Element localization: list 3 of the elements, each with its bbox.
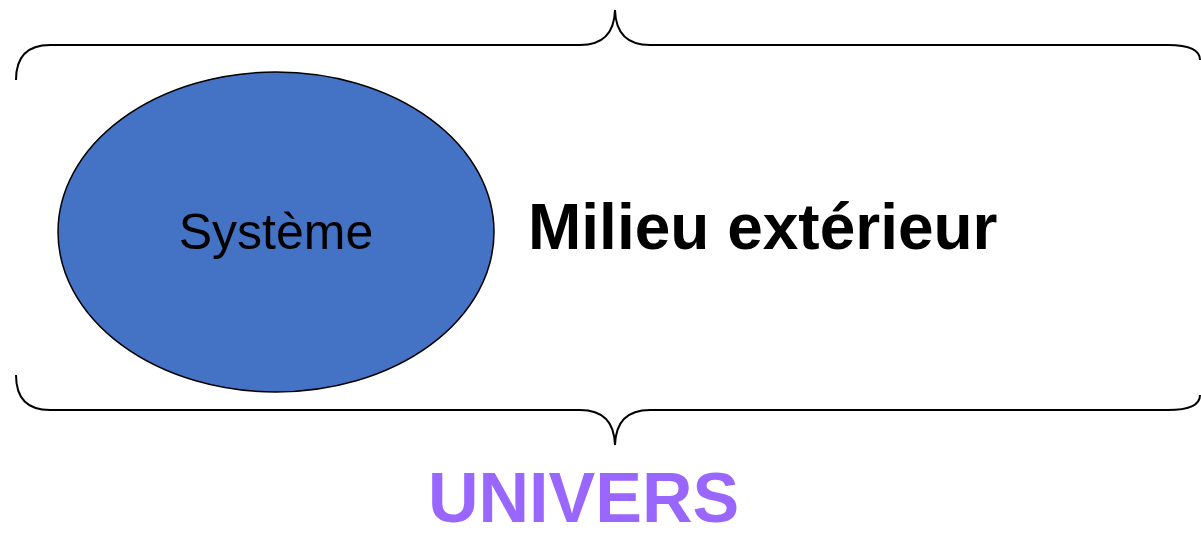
- title-label: UNIVERS: [428, 460, 740, 533]
- region-label: Milieu extérieur: [528, 192, 998, 263]
- node-label: Système: [178, 203, 374, 261]
